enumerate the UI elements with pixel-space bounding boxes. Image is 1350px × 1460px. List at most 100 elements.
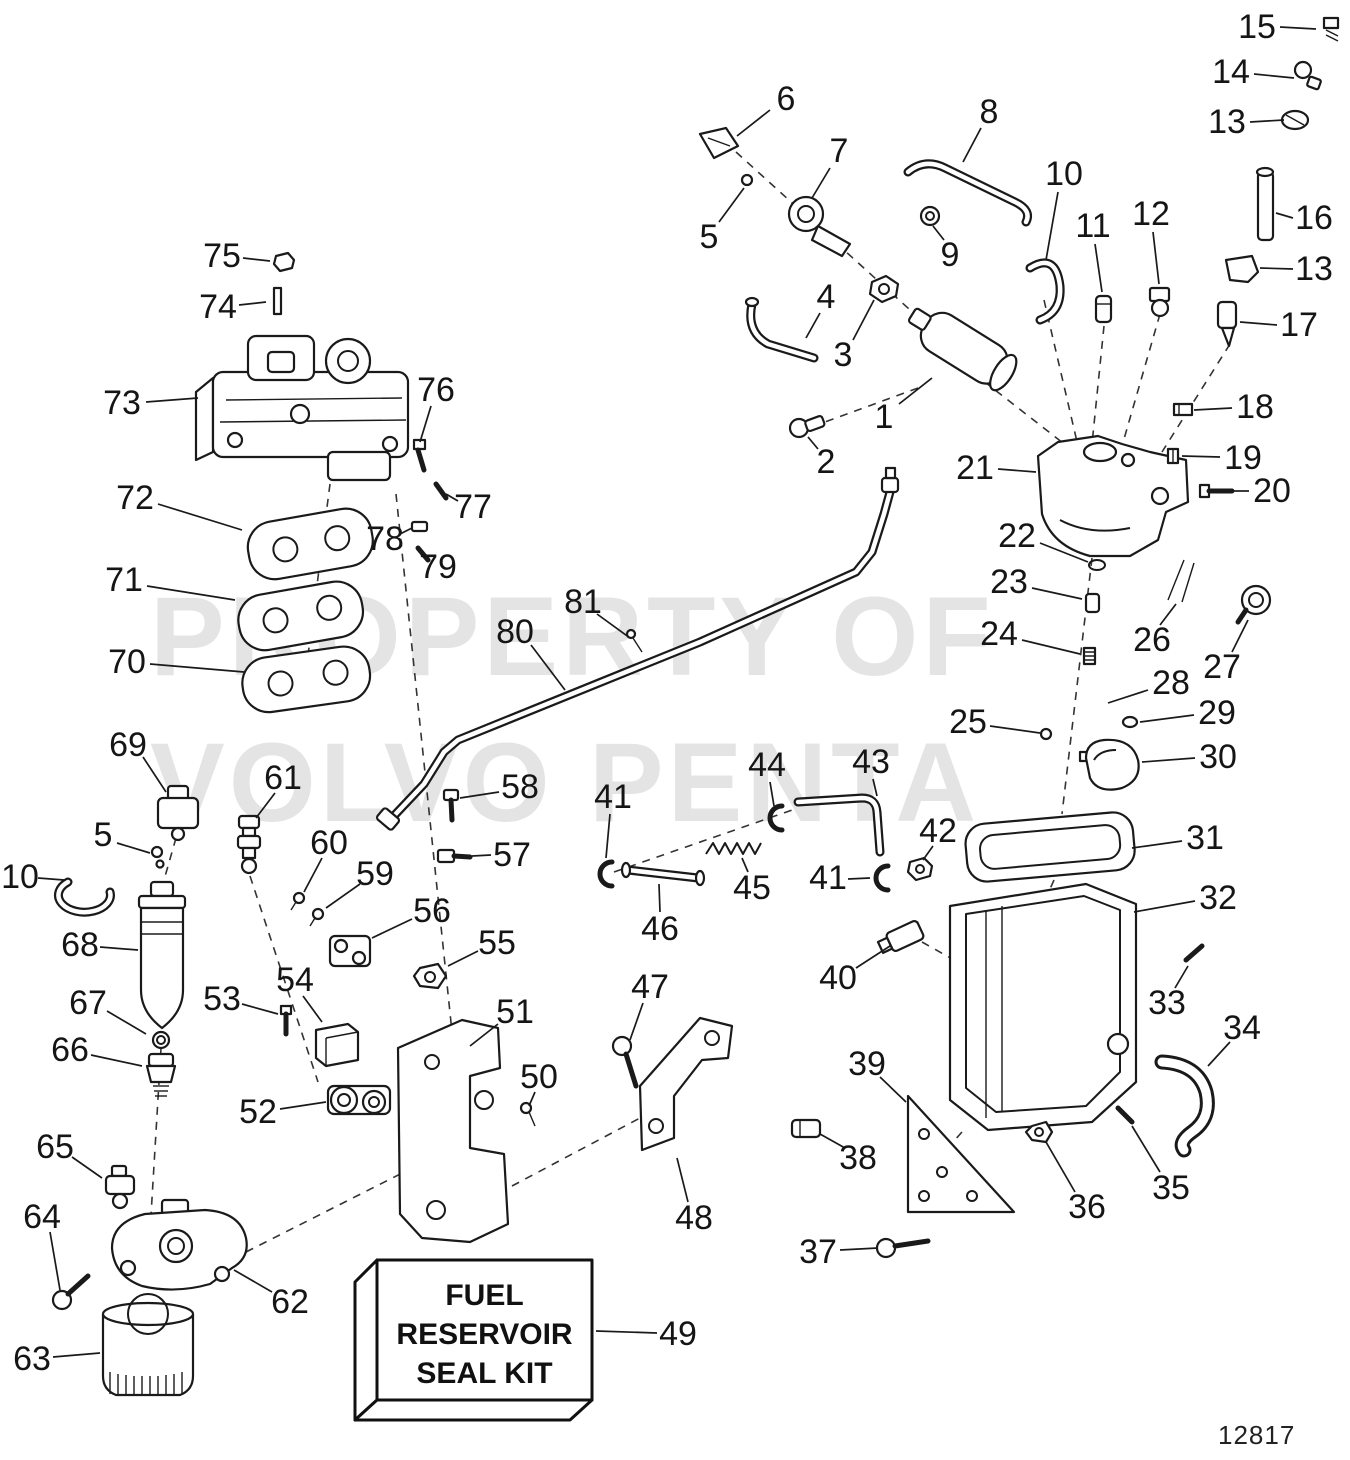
callout-label-15: 15: [1238, 8, 1276, 46]
callout-label-19: 19: [1224, 439, 1262, 477]
callout-label-18: 18: [1236, 388, 1274, 426]
leader-line-27: [1231, 619, 1249, 653]
callout-label-55: 55: [478, 924, 516, 962]
part-10-clip-right: [1025, 258, 1065, 325]
callout-label-61: 61: [264, 759, 302, 797]
callout-label-22: 22: [998, 517, 1036, 555]
callout-label-3: 3: [834, 336, 853, 374]
part-78-clip: [410, 520, 429, 533]
leader-line-44: [769, 781, 775, 807]
callout-label-46: 46: [641, 910, 679, 948]
callout-label-66: 66: [51, 1031, 89, 1069]
part-76-screw: [412, 438, 427, 473]
callout-label-70: 70: [108, 643, 146, 681]
part-13-cone: [1224, 254, 1260, 284]
callout-label-36: 36: [1068, 1188, 1106, 1226]
leader-line-3: [852, 299, 875, 341]
callout-label-23: 23: [990, 563, 1028, 601]
leader-line-41: [605, 813, 611, 859]
watermark-line2: VOLVO PENTA: [150, 720, 981, 845]
part-5-washer-top: [740, 173, 754, 187]
callout-label-58: 58: [501, 768, 539, 806]
leader-line-80: [530, 644, 566, 691]
leader-line-14: [1253, 73, 1295, 79]
callout-label-57: 57: [493, 836, 531, 874]
part-6-cap: [698, 126, 740, 160]
callout-label-21: 21: [956, 449, 994, 487]
seal-kit-line1: FUEL: [445, 1279, 524, 1312]
leader-line-11: [1094, 243, 1103, 293]
leader-line-70: [149, 663, 245, 673]
part-56-bracket-small: [328, 934, 372, 968]
callout-label-13: 13: [1208, 103, 1246, 141]
leader-line-4: [805, 312, 821, 339]
callout-label-71: 71: [105, 561, 143, 599]
part-35-pin: [1115, 1105, 1135, 1125]
callout-label-1: 1: [875, 398, 894, 436]
callout-label-51: 51: [496, 993, 534, 1031]
part-57-bolt: [436, 848, 473, 864]
leader-line-28: [1107, 689, 1149, 704]
callout-label-5: 5: [94, 816, 113, 854]
part-53-screw: [279, 1004, 293, 1037]
callout-label-56: 56: [413, 892, 451, 930]
callout-label-52: 52: [239, 1093, 277, 1131]
leader-line-62: [233, 1269, 273, 1293]
callout-label-2: 2: [817, 443, 836, 481]
callout-label-59: 59: [356, 855, 394, 893]
leader-line-5: [718, 187, 745, 223]
callout-label-48: 48: [675, 1199, 713, 1237]
part-27-plug: [1235, 584, 1272, 625]
part-11-sleeve: [1094, 294, 1113, 324]
callout-label-69: 69: [109, 726, 147, 764]
callout-label-54: 54: [276, 961, 314, 999]
leader-line-63: [52, 1352, 101, 1358]
part-63-oil-filter: [101, 1293, 195, 1397]
leader-line-25: [989, 725, 1041, 734]
part-9-oring: [919, 205, 941, 227]
leader-line-8: [962, 127, 982, 163]
leader-line-29: [1139, 714, 1195, 723]
leader-line-17: [1239, 321, 1278, 326]
leader-line-23: [1031, 587, 1083, 600]
callout-label-53: 53: [203, 980, 241, 1018]
part-59-pin: [309, 907, 325, 927]
leader-line-39: [879, 1076, 907, 1103]
part-71-gasket: [237, 580, 365, 652]
part-51-mounting-bracket: [396, 1018, 510, 1244]
callout-label-34: 34: [1223, 1009, 1261, 1047]
part-30-cover: [1078, 738, 1140, 791]
part-70-gasket: [241, 645, 372, 714]
part-65-valve: [104, 1164, 136, 1210]
callout-label-65: 65: [36, 1128, 74, 1166]
leader-line-67: [106, 1010, 147, 1035]
leader-line-71: [146, 585, 236, 601]
leader-line-66: [90, 1054, 143, 1067]
part-24-spring: [1082, 646, 1097, 666]
callout-label-62: 62: [271, 1283, 309, 1321]
part-8-tube: [903, 159, 1033, 227]
part-7-clamp-ring: [787, 195, 852, 258]
part-39-triangular-plate: [906, 1094, 1016, 1214]
leader-line-19: [1181, 455, 1221, 458]
seal-kit-line3: SEAL KIT: [416, 1357, 553, 1390]
leader-line-32: [1133, 900, 1196, 913]
part-66-fitting: [145, 1052, 177, 1097]
seal-kit-label: FUEL RESERVOIR SEAL KIT: [377, 1276, 592, 1393]
callout-label-14: 14: [1212, 53, 1250, 91]
part-4-tube: [744, 296, 819, 363]
leader-line-35: [1131, 1125, 1161, 1173]
leader-line-36: [1045, 1141, 1076, 1193]
part-50-screw: [519, 1101, 536, 1127]
callout-label-45: 45: [733, 869, 771, 907]
part-41-clip-right: [873, 863, 891, 893]
part-31-gasket: [964, 811, 1136, 883]
callout-label-30: 30: [1199, 738, 1237, 776]
doc-number: 12817: [1218, 1420, 1296, 1450]
callout-label-10: 10: [1045, 155, 1083, 193]
part-29-pin: [1121, 715, 1139, 729]
leader-line-41: [847, 877, 871, 880]
leader-line-54: [302, 995, 323, 1023]
part-77-screw: [433, 481, 449, 501]
